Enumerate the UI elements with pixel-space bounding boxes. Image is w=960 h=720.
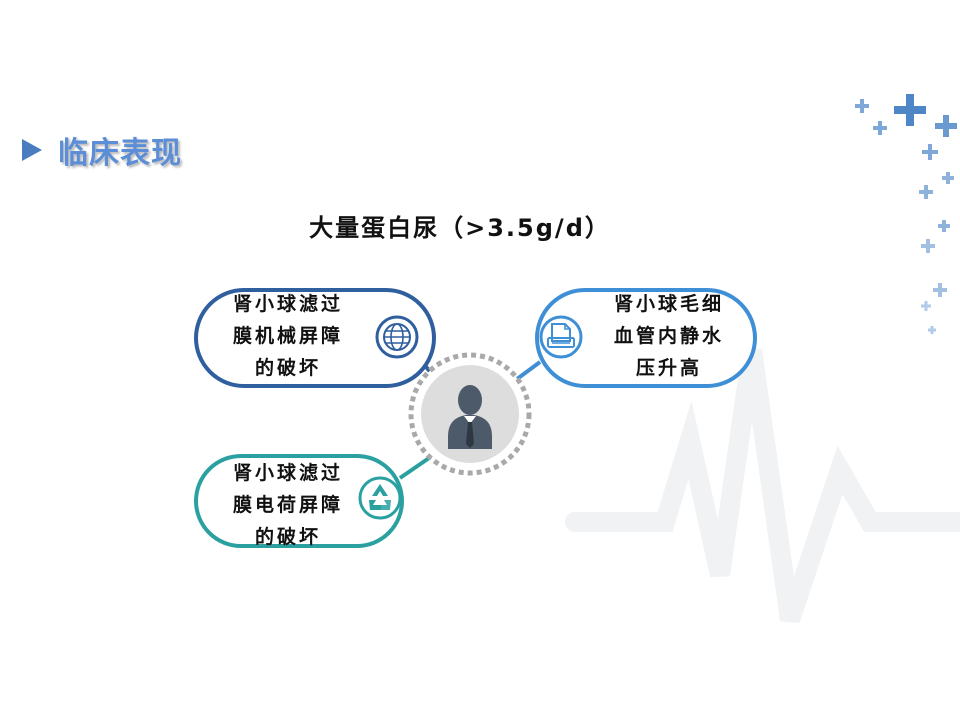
node-left-top-line-2: 膜机械屏障 bbox=[232, 325, 343, 347]
node-right-top-line-3: 压升高 bbox=[635, 357, 702, 379]
connector-right-top bbox=[511, 360, 542, 384]
node-left-bottom-pill bbox=[194, 454, 404, 548]
node-right-top-pill bbox=[535, 288, 757, 388]
node-right-top-line-1: 肾小球毛细 bbox=[613, 293, 724, 315]
node-left-top-label: 肾小球滤过 膜机械屏障 的破坏 bbox=[208, 288, 368, 384]
plus-decoration bbox=[855, 94, 957, 334]
node-left-top-line-3: 的破坏 bbox=[254, 357, 321, 379]
node-left-bottom-line-3: 的破坏 bbox=[254, 526, 321, 548]
section-header: 临床表现 bbox=[22, 128, 182, 172]
globe-icon bbox=[375, 315, 419, 359]
recycle-icon bbox=[358, 476, 402, 520]
center-node bbox=[408, 352, 532, 476]
diagram-title: 大量蛋白尿（>3.5g/d） bbox=[309, 214, 611, 242]
node-left-top-pill bbox=[194, 288, 436, 388]
person-icon bbox=[448, 385, 492, 449]
page-title: 临床表现 bbox=[58, 136, 182, 171]
node-right-top-line-2: 血管内静水 bbox=[613, 325, 724, 347]
ecg-watermark bbox=[565, 348, 960, 624]
document-icon bbox=[539, 315, 583, 359]
node-right-top-label: 肾小球毛细 血管内静水 压升高 bbox=[594, 288, 744, 384]
node-left-bottom-label: 肾小球滤过 膜电荷屏障 的破坏 bbox=[208, 457, 368, 553]
node-left-bottom-line-1: 肾小球滤过 bbox=[232, 462, 343, 484]
node-left-top-line-1: 肾小球滤过 bbox=[232, 293, 343, 315]
connector-left-bottom bbox=[398, 454, 434, 480]
node-left-bottom-line-2: 膜电荷屏障 bbox=[232, 494, 343, 516]
header-triangle-icon bbox=[22, 139, 42, 161]
